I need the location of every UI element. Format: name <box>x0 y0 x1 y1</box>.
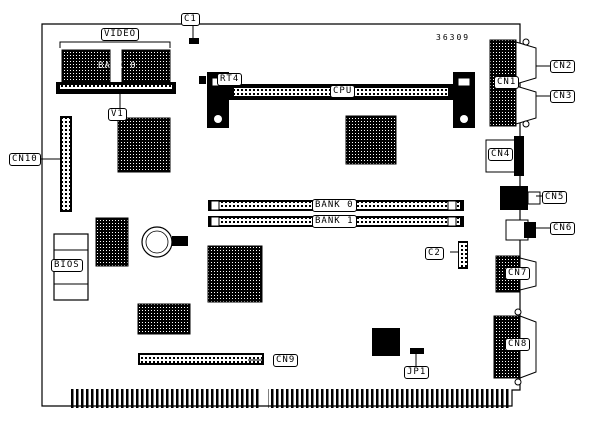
video-bank-0-label: BANK 0 <box>98 61 137 71</box>
board-outline <box>41 23 521 407</box>
video-memory-bank-0 <box>56 49 176 94</box>
c2-header <box>458 241 468 269</box>
jp1-jumper <box>410 348 424 354</box>
chipset-chip-4 <box>95 217 129 267</box>
c1-label: C1 <box>181 13 200 26</box>
video-label: VIDEO <box>101 28 140 41</box>
chipset-chip-1 <box>117 117 171 173</box>
memory-bank-0-label: BANK 0 <box>312 199 357 212</box>
video-bracket <box>59 41 171 48</box>
c2-label: C2 <box>425 247 444 260</box>
cn8-label: CN8 <box>505 338 531 351</box>
rt4-thermistor <box>199 76 206 84</box>
cn5-label: CN5 <box>542 191 568 204</box>
cn6-label: CN6 <box>550 222 576 235</box>
cn7-label: CN7 <box>505 267 531 280</box>
cn6-connector <box>505 219 536 241</box>
chipset-chip-2 <box>345 115 397 165</box>
cpu-label: CPU <box>330 85 356 98</box>
cn3-label: CN3 <box>550 90 576 103</box>
rt4-label: RT4 <box>217 73 243 86</box>
cn2-label: CN2 <box>550 60 576 73</box>
cn9-label: CN9 <box>273 354 299 367</box>
part-number: 36309 <box>436 33 471 42</box>
edge-connector <box>42 389 512 408</box>
cn5-connector <box>500 186 541 210</box>
jp1-label: JP1 <box>404 366 430 379</box>
memory-bank-1-label: BANK 1 <box>312 215 357 228</box>
v1-label: V1 <box>108 108 127 121</box>
cn1-connector <box>489 38 537 128</box>
label-leaders <box>40 26 550 366</box>
chipset-chip-3 <box>207 245 263 303</box>
cn9-header <box>138 353 264 365</box>
c1-jumper <box>189 38 199 44</box>
battery <box>141 226 188 258</box>
cn10-header <box>60 116 72 212</box>
cn1-label: CN1 <box>494 76 520 89</box>
chipset-chip-6 <box>372 328 400 356</box>
chipset-chip-5 <box>137 303 191 335</box>
bios-label: BIOS <box>51 259 83 272</box>
cn10-label: CN10 <box>9 153 41 166</box>
cn4-label: CN4 <box>488 148 514 161</box>
